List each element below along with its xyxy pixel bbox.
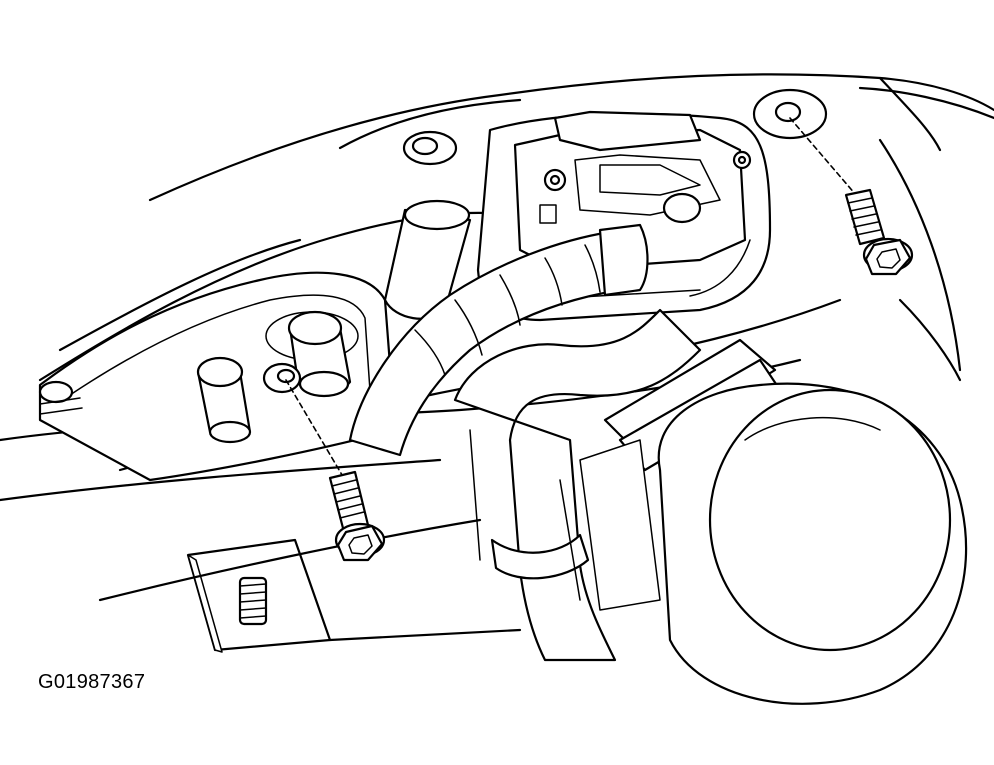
floor-contours bbox=[98, 518, 522, 642]
bolt-left bbox=[285, 379, 386, 562]
access-hole bbox=[402, 130, 458, 166]
stud-left bbox=[196, 356, 252, 444]
air-intake-duct bbox=[657, 382, 968, 705]
threaded-stud bbox=[238, 576, 268, 626]
coolant-hose bbox=[453, 308, 702, 662]
wiring-harness bbox=[348, 223, 649, 457]
figure-id-label: G01987367 bbox=[38, 671, 146, 693]
stud-right bbox=[262, 310, 359, 398]
bolt-right bbox=[752, 88, 914, 276]
